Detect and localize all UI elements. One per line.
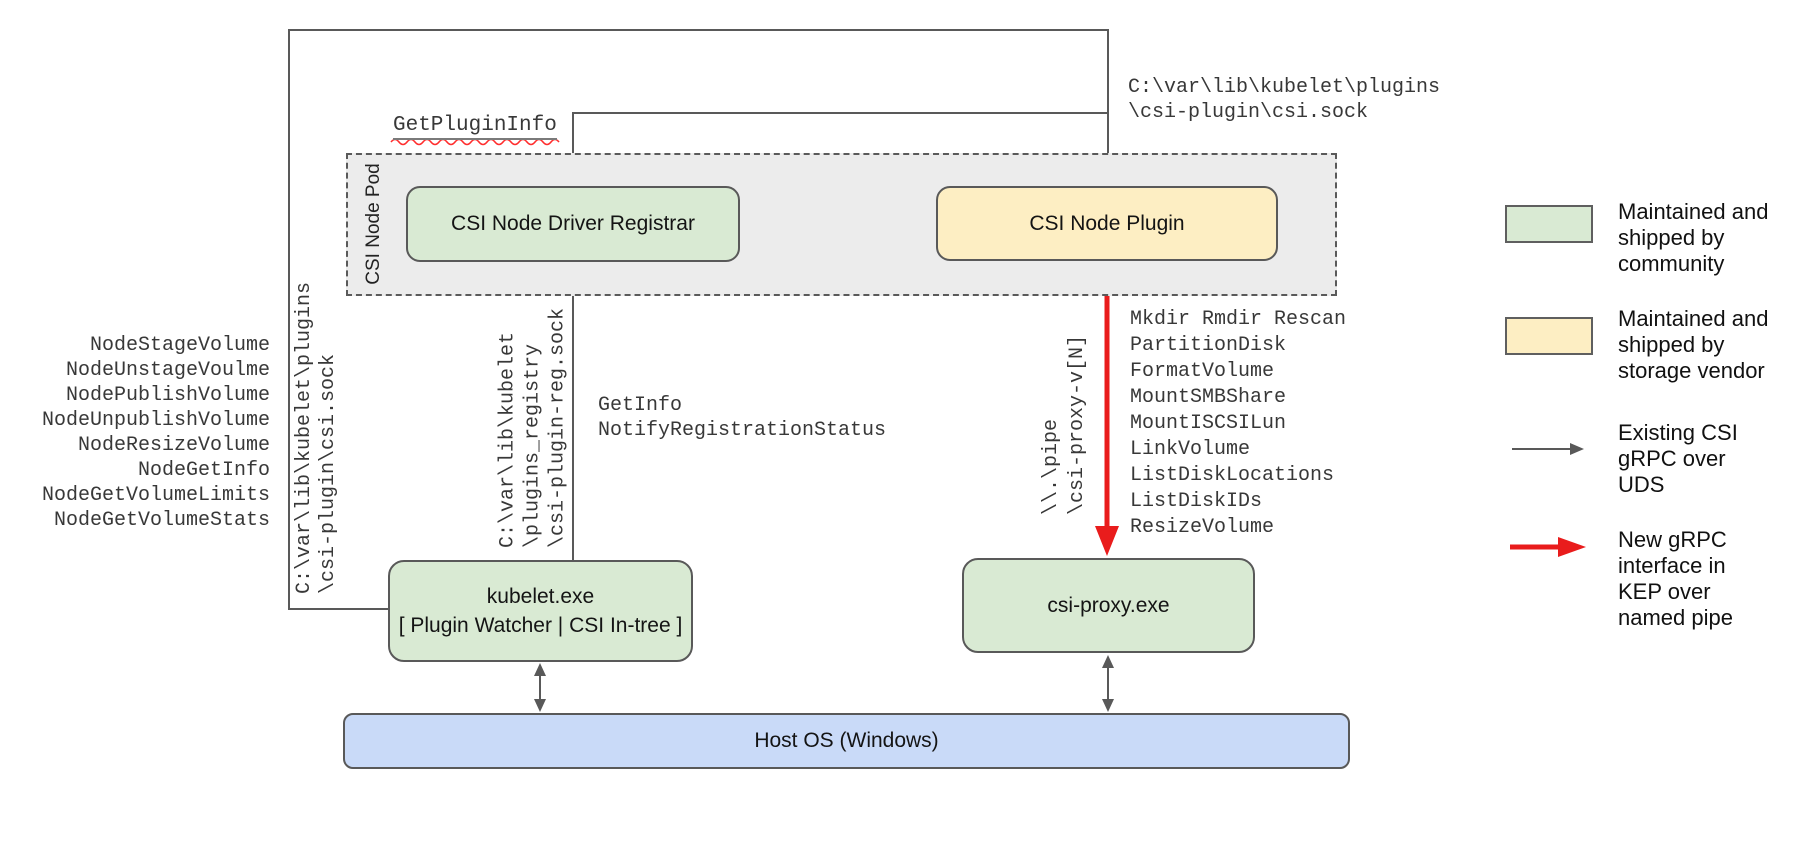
csi-proxy-label: csi-proxy.exe [1047, 593, 1170, 617]
red-arrow-icon [1510, 537, 1586, 557]
kubelet-hostos-down-arrowhead-icon [534, 699, 546, 712]
named-pipe-arrowhead-icon [1095, 526, 1119, 556]
kubelet-box: kubelet.exe [ Plugin Watcher | CSI In-tr… [388, 560, 693, 662]
csi-node-driver-registrar-box: CSI Node Driver Registrar [406, 186, 740, 262]
registration-calls-label: GetInfo NotifyRegistrationStatus [598, 394, 887, 442]
csi-proxy-box: csi-proxy.exe [962, 558, 1255, 653]
legend-community-label: Maintained and shipped by community [1618, 199, 1769, 276]
named-pipe-rotated-label: \\.\pipe \csi-proxy-v[N] [1040, 334, 1089, 516]
red-squiggle-underline-icon [390, 138, 560, 146]
csi-sock-path-rotated-label: C:\var\lib\kubelet\plugins \csi-plugin\c… [293, 281, 340, 595]
legend-named-pipe-label: New gRPC interface in KEP over named pip… [1618, 527, 1733, 630]
proxy-methods-list: Mkdir Rmdir Rescan PartitionDisk FormatV… [1130, 308, 1347, 539]
plugin-label: CSI Node Plugin [1029, 211, 1185, 235]
csiproxy-hostos-up-arrowhead-icon [1102, 655, 1114, 668]
csi-node-pod-label: CSI Node Pod [363, 163, 384, 285]
csiproxy-hostos-down-arrowhead-icon [1102, 699, 1114, 712]
host-os-box: Host OS (Windows) [343, 713, 1350, 769]
kubelet-hostos-up-arrowhead-icon [534, 663, 546, 676]
kubelet-label: kubelet.exe [ Plugin Watcher | CSI In-tr… [398, 585, 683, 637]
reg-sock-path-rotated-label: C:\var\lib\kubelet \plugins_registry \cs… [496, 307, 570, 549]
gray-arrow-icon [1512, 443, 1584, 455]
csi-sock-path-label: C:\var\lib\kubelet\plugins \csi-plugin\c… [1128, 76, 1441, 124]
getplugininfo-label: GetPluginInfo [393, 114, 557, 140]
legend-vendor-label: Maintained and shipped by storage vendor [1618, 306, 1769, 383]
registrar-label: CSI Node Driver Registrar [451, 212, 695, 235]
legend-community-swatch [1505, 205, 1593, 243]
host-os-label: Host OS (Windows) [754, 729, 939, 752]
node-methods-list: NodeStageVolume NodeUnstageVoulme NodePu… [41, 334, 270, 532]
legend-uds-label: Existing CSI gRPC over UDS [1618, 420, 1738, 497]
csi-node-plugin-box: CSI Node Plugin [936, 186, 1278, 261]
legend-vendor-swatch [1505, 317, 1593, 355]
